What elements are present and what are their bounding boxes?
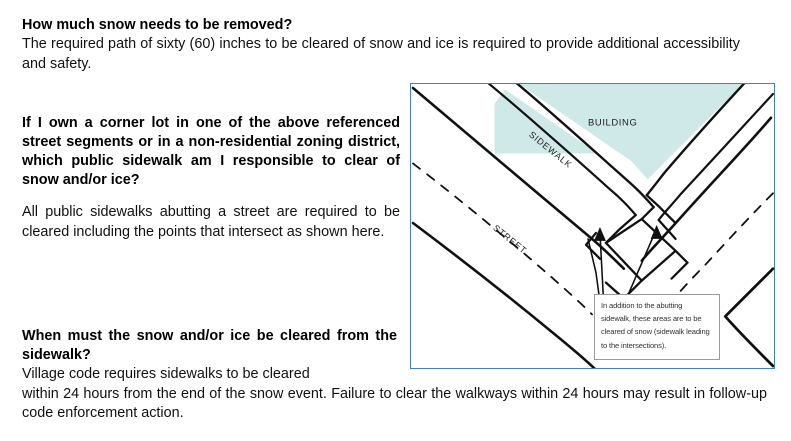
diagram-callout-box: In addition to the abutting sidewalk, th… — [594, 294, 720, 360]
sidewalk-edge-nw-outer — [487, 84, 637, 217]
street-centerline-se — [670, 192, 774, 302]
corner-chamfer-right-lower — [657, 218, 677, 241]
section-corner-lot: If I own a corner lot in one of the abov… — [22, 114, 400, 242]
section-when-cleared: When must the snow and/or ice be cleared… — [22, 327, 782, 424]
diagram-drawing: SIDEWALK STREET BUILDING — [411, 84, 774, 368]
arrowhead-right-icon — [650, 225, 663, 239]
street-edge-far-se — [723, 267, 774, 368]
corner-chamfer-left-inner — [640, 205, 655, 221]
corner-chamfer-right — [645, 194, 677, 225]
diagram-label-building: BUILDING — [588, 118, 637, 129]
diagram-callout-text: In addition to the abutting sidewalk, th… — [601, 301, 710, 350]
corner-island-left — [584, 231, 602, 260]
street-edge-far-sw — [411, 221, 596, 368]
street-centerline-nw — [412, 162, 593, 316]
section-body-corner-lot: All public sidewalks abutting a street a… — [22, 204, 400, 240]
sidewalk-edge-nw-inner — [515, 84, 655, 209]
corner-chamfer-left — [604, 213, 637, 245]
section-body-how-much-snow: The required path of sixty (60) inches t… — [22, 36, 740, 72]
sidewalk-edge-ne-inner — [645, 84, 746, 197]
sidewalk-intersection-diagram: SIDEWALK STREET BUILDING — [410, 83, 775, 369]
diagram-label-street: STREET — [491, 223, 528, 256]
building-fill — [519, 84, 744, 180]
arrowhead-left-icon — [593, 226, 606, 241]
section-how-much-snow: How much snow needs to be removed? The r… — [22, 16, 740, 74]
section-heading-when-cleared: When must the snow and/or ice be cleared… — [22, 328, 397, 363]
street-edge-outer-nw — [411, 86, 626, 270]
section-heading-how-much-snow: How much snow needs to be removed? — [22, 17, 293, 33]
corner-island-right — [670, 249, 689, 280]
street-edge-outer-ne — [640, 116, 773, 263]
section-body-when-cleared-rest: within 24 hours from the end of the snow… — [22, 385, 767, 422]
section-body-when-cleared-line1: Village code requires sidewalks to be cl… — [22, 366, 310, 382]
section-heading-corner-lot: If I own a corner lot in one of the abov… — [22, 115, 400, 188]
